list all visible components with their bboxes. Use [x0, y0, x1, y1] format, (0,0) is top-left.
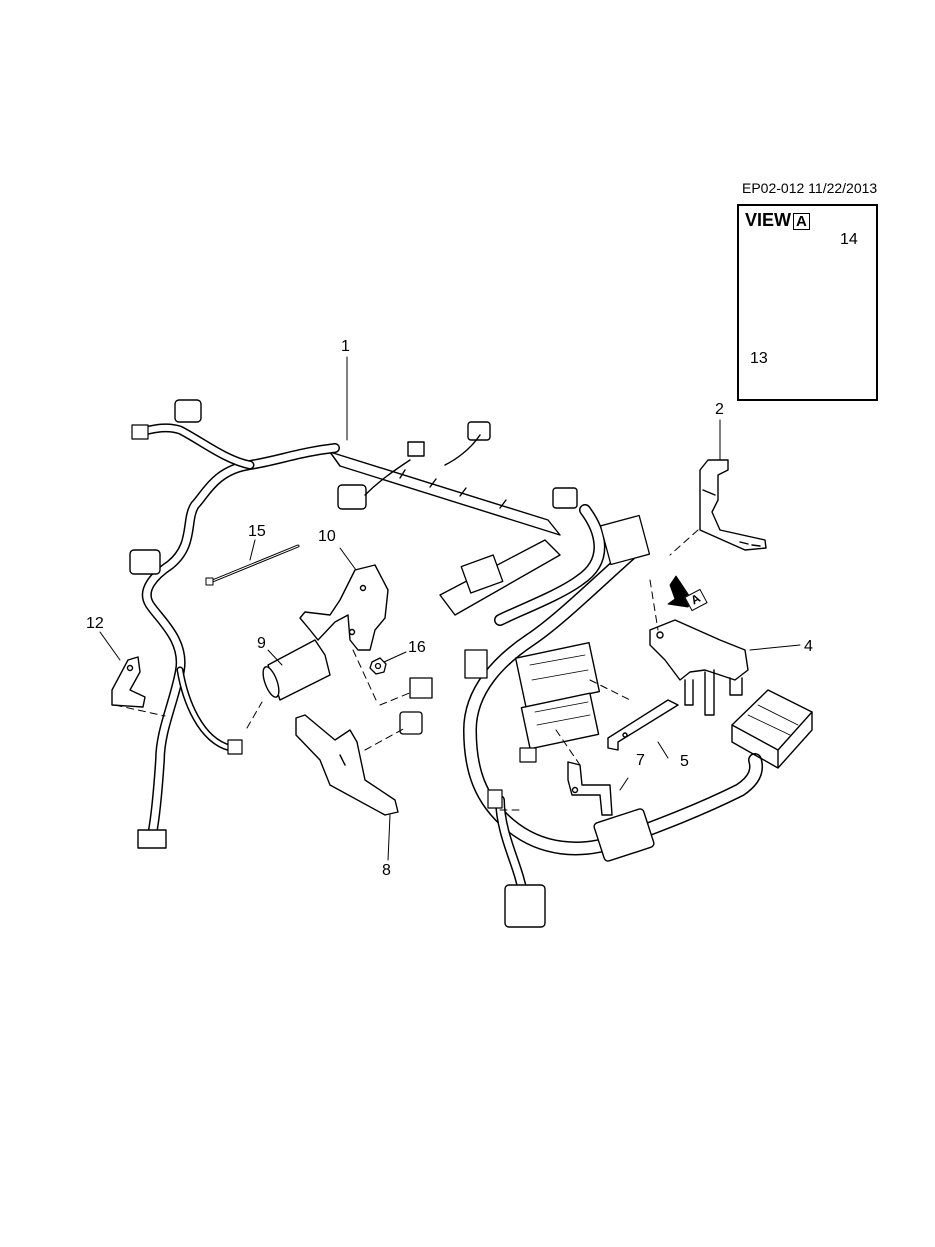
- callout-14: 14: [840, 231, 858, 248]
- left-harness-branch: [129, 399, 340, 849]
- view-letter-box: A: [793, 213, 810, 230]
- callout-15: 15: [248, 523, 266, 540]
- central-harness: [399, 504, 764, 928]
- bracket-2: [699, 459, 767, 551]
- bracket-7: [567, 761, 613, 816]
- rail-connectors: [337, 421, 578, 510]
- bracket-4: [649, 619, 749, 716]
- nut-16: [369, 657, 387, 675]
- callout-5: 5: [680, 753, 689, 770]
- fuse-block: [731, 689, 813, 769]
- drawing-code: EP02-012 11/22/2013: [742, 180, 878, 196]
- callout-7: 7: [636, 752, 645, 769]
- callout-2: 2: [715, 401, 724, 418]
- leader-lines: [99, 356, 801, 861]
- bracket-10: [299, 564, 389, 651]
- bracket-5: [607, 699, 679, 751]
- callout-9: 9: [257, 635, 266, 652]
- callout-1: 1: [341, 338, 350, 355]
- boot-cover-9: [262, 639, 331, 701]
- callout-8: 8: [382, 862, 391, 879]
- bracket-12: [111, 656, 146, 708]
- callout-4: 4: [804, 638, 813, 655]
- callout-16: 16: [408, 639, 426, 656]
- callout-12: 12: [86, 615, 104, 632]
- bracket-8: [295, 714, 399, 816]
- callout-13: 13: [750, 350, 768, 367]
- assembly-lines: [114, 529, 699, 811]
- tie-strap-15: [205, 544, 300, 586]
- view-label: VIEW: [745, 210, 792, 230]
- harness-rail: [329, 451, 561, 536]
- callout-10: 10: [318, 528, 336, 545]
